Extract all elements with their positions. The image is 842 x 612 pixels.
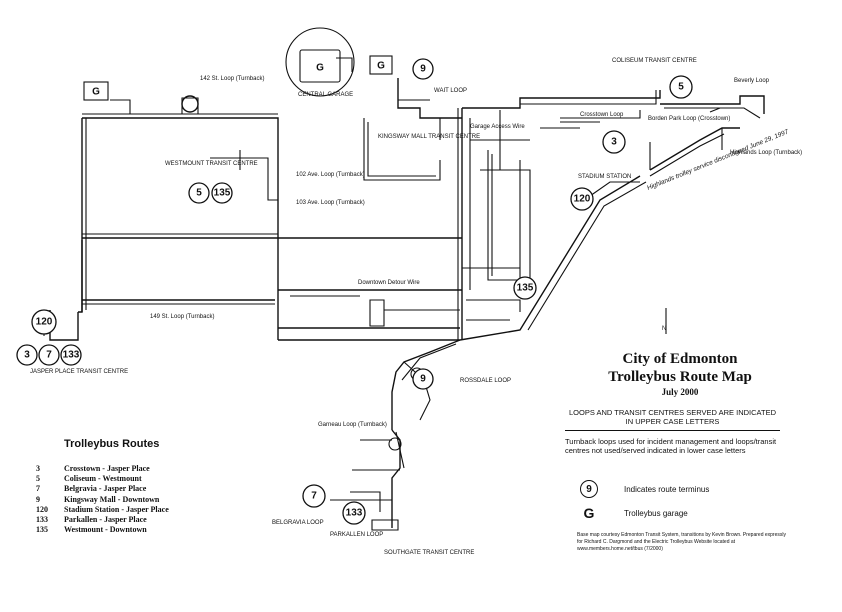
label-kingsway: KINGSWAY MALL TRANSIT CENTRE xyxy=(378,134,480,140)
map-title-name: Trolleybus Route Map xyxy=(608,369,752,385)
map-notes: LOOPS AND TRANSIT CENTRES SERVED ARE IND… xyxy=(565,408,780,455)
label-102-loop: 102 Ave. Loop (Turnback) xyxy=(296,172,365,178)
map-title-city: City of Edmonton xyxy=(622,351,738,367)
label-borden: Borden Park Loop (Crosstown) xyxy=(648,116,730,122)
label-wait-loop: WAIT LOOP xyxy=(434,88,467,94)
label-westmount: WESTMOUNT TRANSIT CENTRE xyxy=(165,161,258,167)
svg-text:9: 9 xyxy=(420,374,426,385)
map-credit: Base map courtesy Edmonton Transit Syste… xyxy=(577,532,786,552)
label-103-loop: 103 Ave. Loop (Turnback) xyxy=(296,200,365,206)
svg-text:5: 5 xyxy=(678,82,684,93)
label-rossdale: ROSSDALE LOOP xyxy=(460,378,511,384)
terminus-5-coliseum: 5 xyxy=(669,75,693,99)
svg-text:120: 120 xyxy=(36,317,53,328)
legend-garage-label: Trolleybus garage xyxy=(624,508,688,518)
garage-top: G xyxy=(377,61,385,72)
terminus-7-jasper: 7 xyxy=(38,344,60,366)
wire-network xyxy=(43,27,765,531)
map-title-date: July 2000 xyxy=(661,387,699,397)
legend-terminus-symbol: 9 xyxy=(580,480,598,498)
terminus-9-rossdale: 9 xyxy=(412,368,434,390)
svg-text:3: 3 xyxy=(611,137,617,148)
terminus-3-crosstown: 3 xyxy=(602,130,626,154)
garage-inset: G xyxy=(316,63,324,74)
terminus-120-stadium: 120 xyxy=(570,187,594,211)
label-stadium: STADIUM STATION xyxy=(578,174,631,180)
terminus-9-top: 9 xyxy=(412,58,434,80)
terminus-133-jasper: 133 xyxy=(60,344,82,366)
label-belgravia: BELGRAVIA LOOP xyxy=(272,520,324,526)
caps-note: LOOPS AND TRANSIT CENTRES SERVED ARE IND… xyxy=(565,408,780,431)
label-149-loop: 149 St. Loop (Turnback) xyxy=(150,314,214,320)
svg-text:3: 3 xyxy=(24,350,30,361)
svg-text:133: 133 xyxy=(63,350,80,361)
terminus-135-downtown: 135 xyxy=(513,276,537,300)
terminus-7-belgravia: 7 xyxy=(302,484,326,508)
terminus-133-parkallen: 133 xyxy=(342,501,366,525)
label-inset: CENTRAL GARAGE xyxy=(298,92,353,98)
terminus-135-westmount: 135 xyxy=(211,182,233,204)
label-parkallen: PARKALLEN LOOP xyxy=(330,532,383,538)
label-highlands: Highlands Loop (Turnback) xyxy=(730,150,802,156)
label-garneau: Garneau Loop (Turnback) xyxy=(318,422,387,428)
garage-left: G xyxy=(92,87,100,98)
routes-heading: Trolleybus Routes xyxy=(64,438,160,450)
label-beverly: Beverly Loop xyxy=(734,78,770,84)
legend-garage-symbol: G xyxy=(583,505,595,521)
label-jasper-place: JASPER PLACE TRANSIT CENTRE xyxy=(30,369,128,375)
svg-text:120: 120 xyxy=(574,194,591,205)
label-coliseum: COLISEUM TRANSIT CENTRE xyxy=(612,58,697,64)
svg-text:135: 135 xyxy=(517,283,534,294)
terminus-3-jasper: 3 xyxy=(16,344,38,366)
label-garage-access: Garage Access Wire xyxy=(470,124,525,130)
legend-terminus-label: Indicates route terminus xyxy=(624,484,710,494)
svg-text:5: 5 xyxy=(196,188,202,199)
garage-markers: G G G xyxy=(92,61,385,98)
label-crosstown: Crosstown Loop xyxy=(580,112,624,118)
svg-text:133: 133 xyxy=(346,508,363,519)
map-title-block: City of Edmonton Trolleybus Route Map Ju… xyxy=(585,350,775,398)
terminus-5-westmount: 5 xyxy=(188,182,210,204)
legend-garage: G Trolleybus garage xyxy=(580,505,688,521)
svg-text:7: 7 xyxy=(311,491,317,502)
label-downtown-detour: Downtown Detour Wire xyxy=(358,280,420,286)
lower-note: Turnback loops used for incident managem… xyxy=(565,437,777,455)
svg-text:9: 9 xyxy=(420,64,426,75)
north-arrow-label: N xyxy=(662,326,666,332)
label-142-loop: 142 St. Loop (Turnback) xyxy=(200,76,264,82)
label-southgate: SOUTHGATE TRANSIT CENTRE xyxy=(384,550,474,556)
legend-terminus: 9 Indicates route terminus xyxy=(580,480,709,498)
terminus-120-jasper: 120 xyxy=(31,309,57,335)
svg-text:135: 135 xyxy=(214,188,231,199)
svg-text:7: 7 xyxy=(46,350,52,361)
route-termini: 9 5 3 120 5 135 120 3 7 133 135 9 7 133 xyxy=(16,58,693,525)
